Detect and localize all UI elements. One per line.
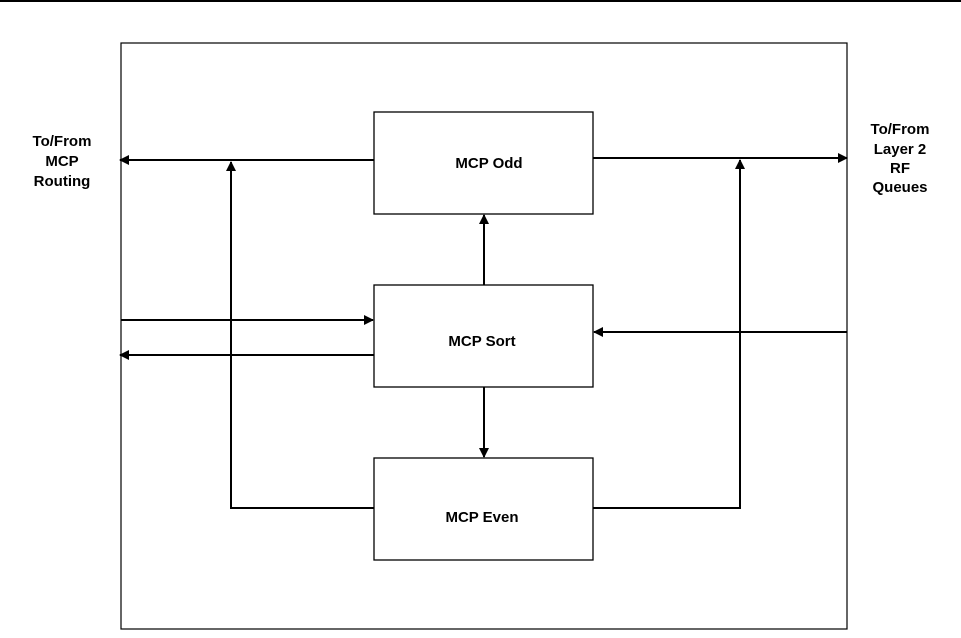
- left-external-label: To/From MCP Routing: [33, 133, 92, 190]
- svg-text:MCP: MCP: [45, 153, 78, 170]
- outer-frame: [120, 42, 848, 630]
- mcp-odd-box: [373, 111, 594, 215]
- svg-text:Routing: Routing: [34, 173, 91, 190]
- mcp-odd-label: MCP Odd: [455, 155, 522, 172]
- svg-text:Queues: Queues: [872, 179, 927, 196]
- mcp-sort-label: MCP Sort: [448, 333, 515, 350]
- mcp-even-box: [373, 457, 594, 561]
- right-external-label: To/From Layer 2 RF Queues: [871, 121, 930, 196]
- svg-text:To/From: To/From: [33, 133, 92, 150]
- svg-text:To/From: To/From: [871, 121, 930, 138]
- even-to-queues-arrow: [593, 159, 745, 509]
- mcp-even-label: MCP Even: [445, 509, 518, 526]
- even-to-routing-arrow: [226, 161, 374, 509]
- svg-text:RF: RF: [890, 160, 910, 177]
- svg-text:Layer 2: Layer 2: [874, 141, 927, 158]
